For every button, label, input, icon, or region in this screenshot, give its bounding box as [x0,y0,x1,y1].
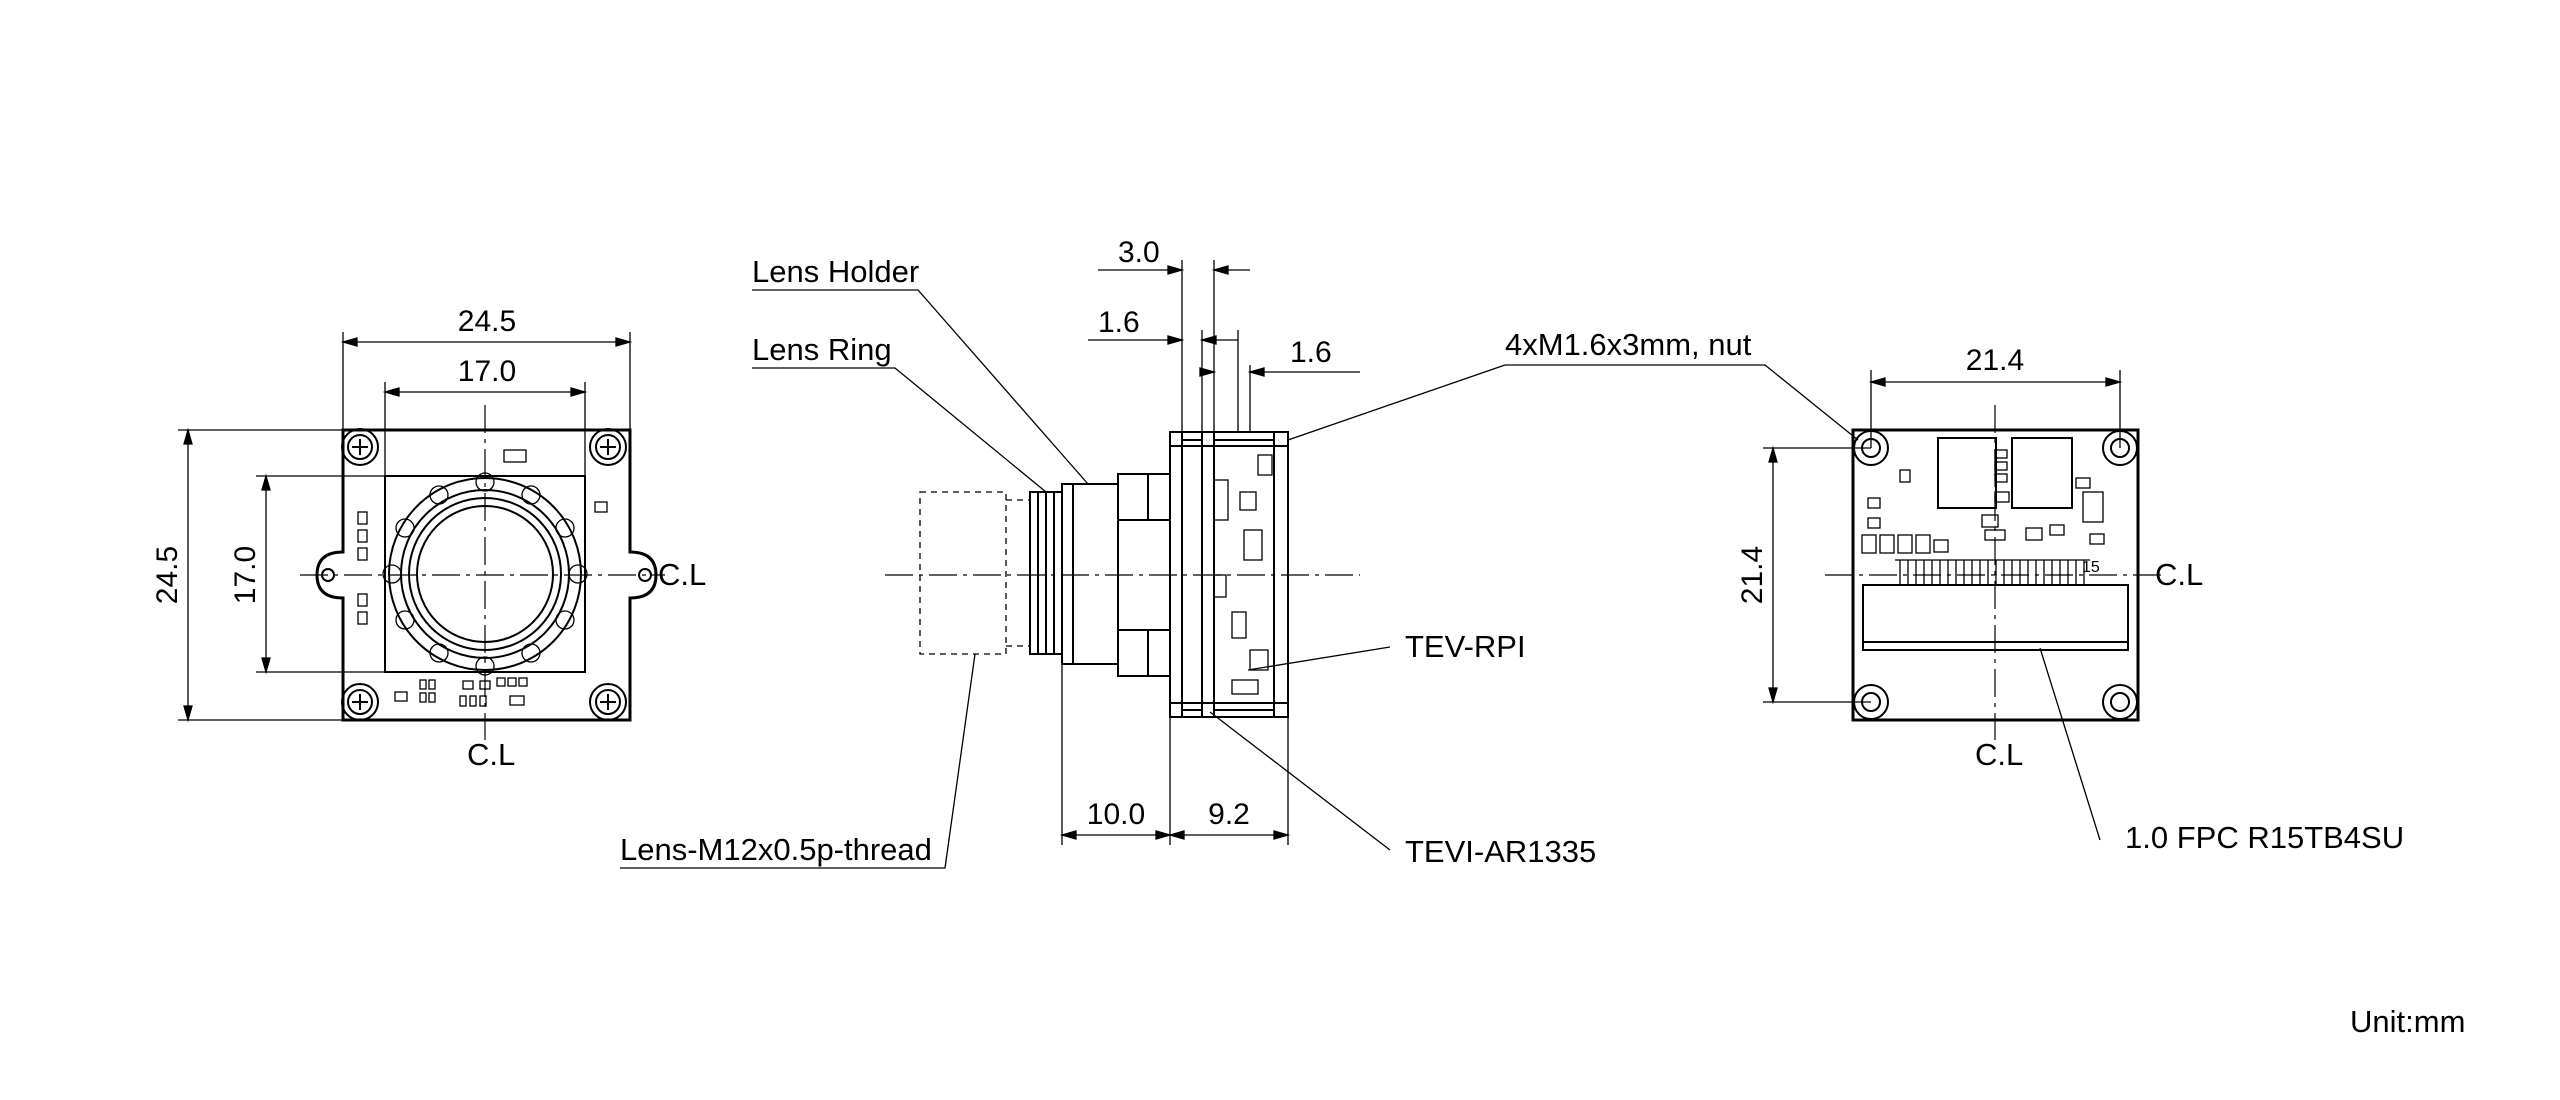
front-screw-top-left [341,428,379,466]
front-dim-width-outer [340,332,633,430]
leader-tevi [1209,711,1391,851]
leader-screw-nut-side [1287,364,1506,441]
side-dim-top-1-6-b [1199,367,1360,377]
label-fpc: 1.0 FPC R15TB4SU [2125,820,2404,855]
leader-screw-nut-rear [1505,364,1859,441]
side-dim-bottom-9-2-value: 9.2 [1208,798,1250,831]
front-cl-bottom: C.L [467,737,515,772]
front-dim-height-inner [256,473,385,675]
rear-connector-pin-label: 15 [2082,559,2100,576]
leader-lens-thread [620,653,976,869]
label-lens-holder: Lens Holder [752,254,919,289]
leader-fpc [2039,647,2101,841]
side-lens-thread-dashed [1006,499,1030,647]
front-small-components [357,449,608,707]
label-lens-thread: Lens-M12x0.5p-thread [620,832,932,867]
front-dim-width-inner-value: 17.0 [458,355,516,388]
front-dim-height-inner-value: 17.0 [229,546,262,604]
label-screw-nut: 4xM1.6x3mm, nut [1505,327,1752,362]
rear-cl-right: C.L [2155,557,2203,592]
front-knurl-bumps [382,472,588,676]
front-ear-hole-right [638,568,652,582]
rear-connector-pins [1895,559,2090,585]
side-dim-top-3-0-value: 3.0 [1118,236,1160,269]
front-screw-top-right [589,428,627,466]
unit-label: Unit:mm [2350,1004,2465,1039]
front-dim-width-inner [382,382,588,476]
side-lens-dashed [919,491,1007,655]
label-tevi: TEVI-AR1335 [1405,834,1596,869]
front-board-outline [315,428,658,722]
label-lens-ring: Lens Ring [752,332,892,367]
front-screw-bottom-right [589,683,627,721]
side-dim-top-extensions [1181,260,1251,440]
rear-screw-bottom-right [2102,684,2138,720]
side-view: 3.0 1.6 1.6 10.0 9.2 Lens Holder Lens Ri… [620,236,1859,869]
side-lens-ring [1029,491,1063,655]
side-dim-bottom-extensions [1061,664,1289,845]
rear-ic-chips [1937,437,2073,509]
front-view: C.L C.L 24.5 17.0 24.5 17.0 [151,305,706,772]
side-dim-bottom-9-2 [1167,830,1291,840]
side-dim-top-1-6-b-value: 1.6 [1290,336,1332,369]
rear-small-components [1861,449,2105,554]
rear-view: 15 C.L C.L 21.4 21.4 1.0 FPC R15TB4SU [1736,344,2404,855]
side-dim-top-1-6-a [1088,335,1238,345]
label-tev-rpi: TEV-RPI [1405,629,1526,664]
front-screw-bottom-left [341,683,379,721]
front-dim-width-outer-value: 24.5 [458,305,516,338]
side-dim-bottom-10-0-value: 10.0 [1087,798,1145,831]
side-dim-bottom-10-0 [1059,830,1173,840]
side-dim-top-1-6-a-value: 1.6 [1098,306,1140,339]
rear-dim-height-value: 21.4 [1736,546,1769,604]
side-dim-top-3-0 [1098,265,1250,275]
rear-dim-width-value: 21.4 [1966,344,2024,377]
front-dim-height-outer [178,427,343,723]
side-board-components [1213,454,1273,695]
front-dim-height-outer-value: 24.5 [151,546,184,604]
rear-dim-width [1868,370,2123,448]
rear-cl-bottom: C.L [1975,737,2023,772]
leader-lens-ring [752,367,1047,493]
leader-tev-rpi [1247,646,1391,671]
leader-lens-holder [752,289,1089,485]
front-cl-right: C.L [658,557,706,592]
rear-dim-height [1763,445,1871,705]
